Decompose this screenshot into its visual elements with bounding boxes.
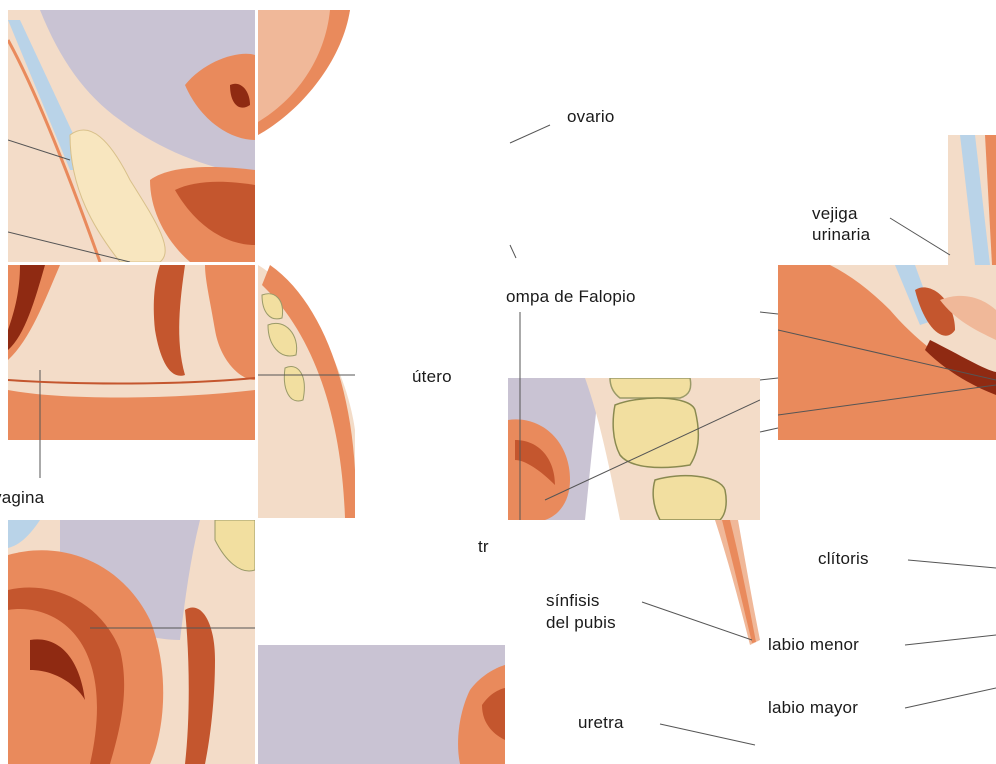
label-trompa-fragment: tr	[478, 537, 506, 557]
leader-clitoris	[908, 560, 996, 568]
label-vejiga-urinaria: vejiga urinaria	[812, 203, 870, 245]
label-labio-mayor: labio mayor	[768, 698, 858, 718]
leader-right-3	[760, 428, 778, 432]
label-trompa-de-falopio: ompa de Falopio	[506, 287, 636, 307]
tile-right-middle	[778, 265, 996, 440]
tile-bottom-left	[8, 520, 255, 764]
tile-center	[508, 378, 760, 520]
tile-lower-center	[715, 520, 760, 645]
tile-top-left	[8, 10, 255, 262]
leader-sinfisis	[642, 602, 752, 640]
leader-trompa	[510, 245, 516, 258]
leader-right-2	[760, 378, 778, 380]
label-vagina: vagina	[0, 488, 80, 508]
leader-ovario	[510, 125, 550, 143]
leader-vejiga	[890, 218, 950, 255]
label-utero: útero	[412, 367, 452, 387]
tile-middle-left	[8, 265, 255, 440]
label-sinfisis-del-pubis: sínfisis del pubis	[546, 590, 616, 634]
tile-bottom-center	[258, 645, 505, 764]
tile-right-top	[948, 135, 996, 265]
leader-uretra	[660, 724, 755, 745]
tile-middle-center-left	[258, 265, 358, 518]
label-ovario: ovario	[567, 107, 615, 127]
leader-right-1	[760, 312, 778, 314]
leader-labio-menor	[905, 635, 996, 645]
label-uretra: uretra	[578, 713, 624, 733]
tile-top-center	[258, 10, 350, 135]
label-clitoris: clítoris	[818, 549, 869, 569]
leader-labio-mayor	[905, 688, 996, 708]
label-labio-menor: labio menor	[768, 635, 859, 655]
